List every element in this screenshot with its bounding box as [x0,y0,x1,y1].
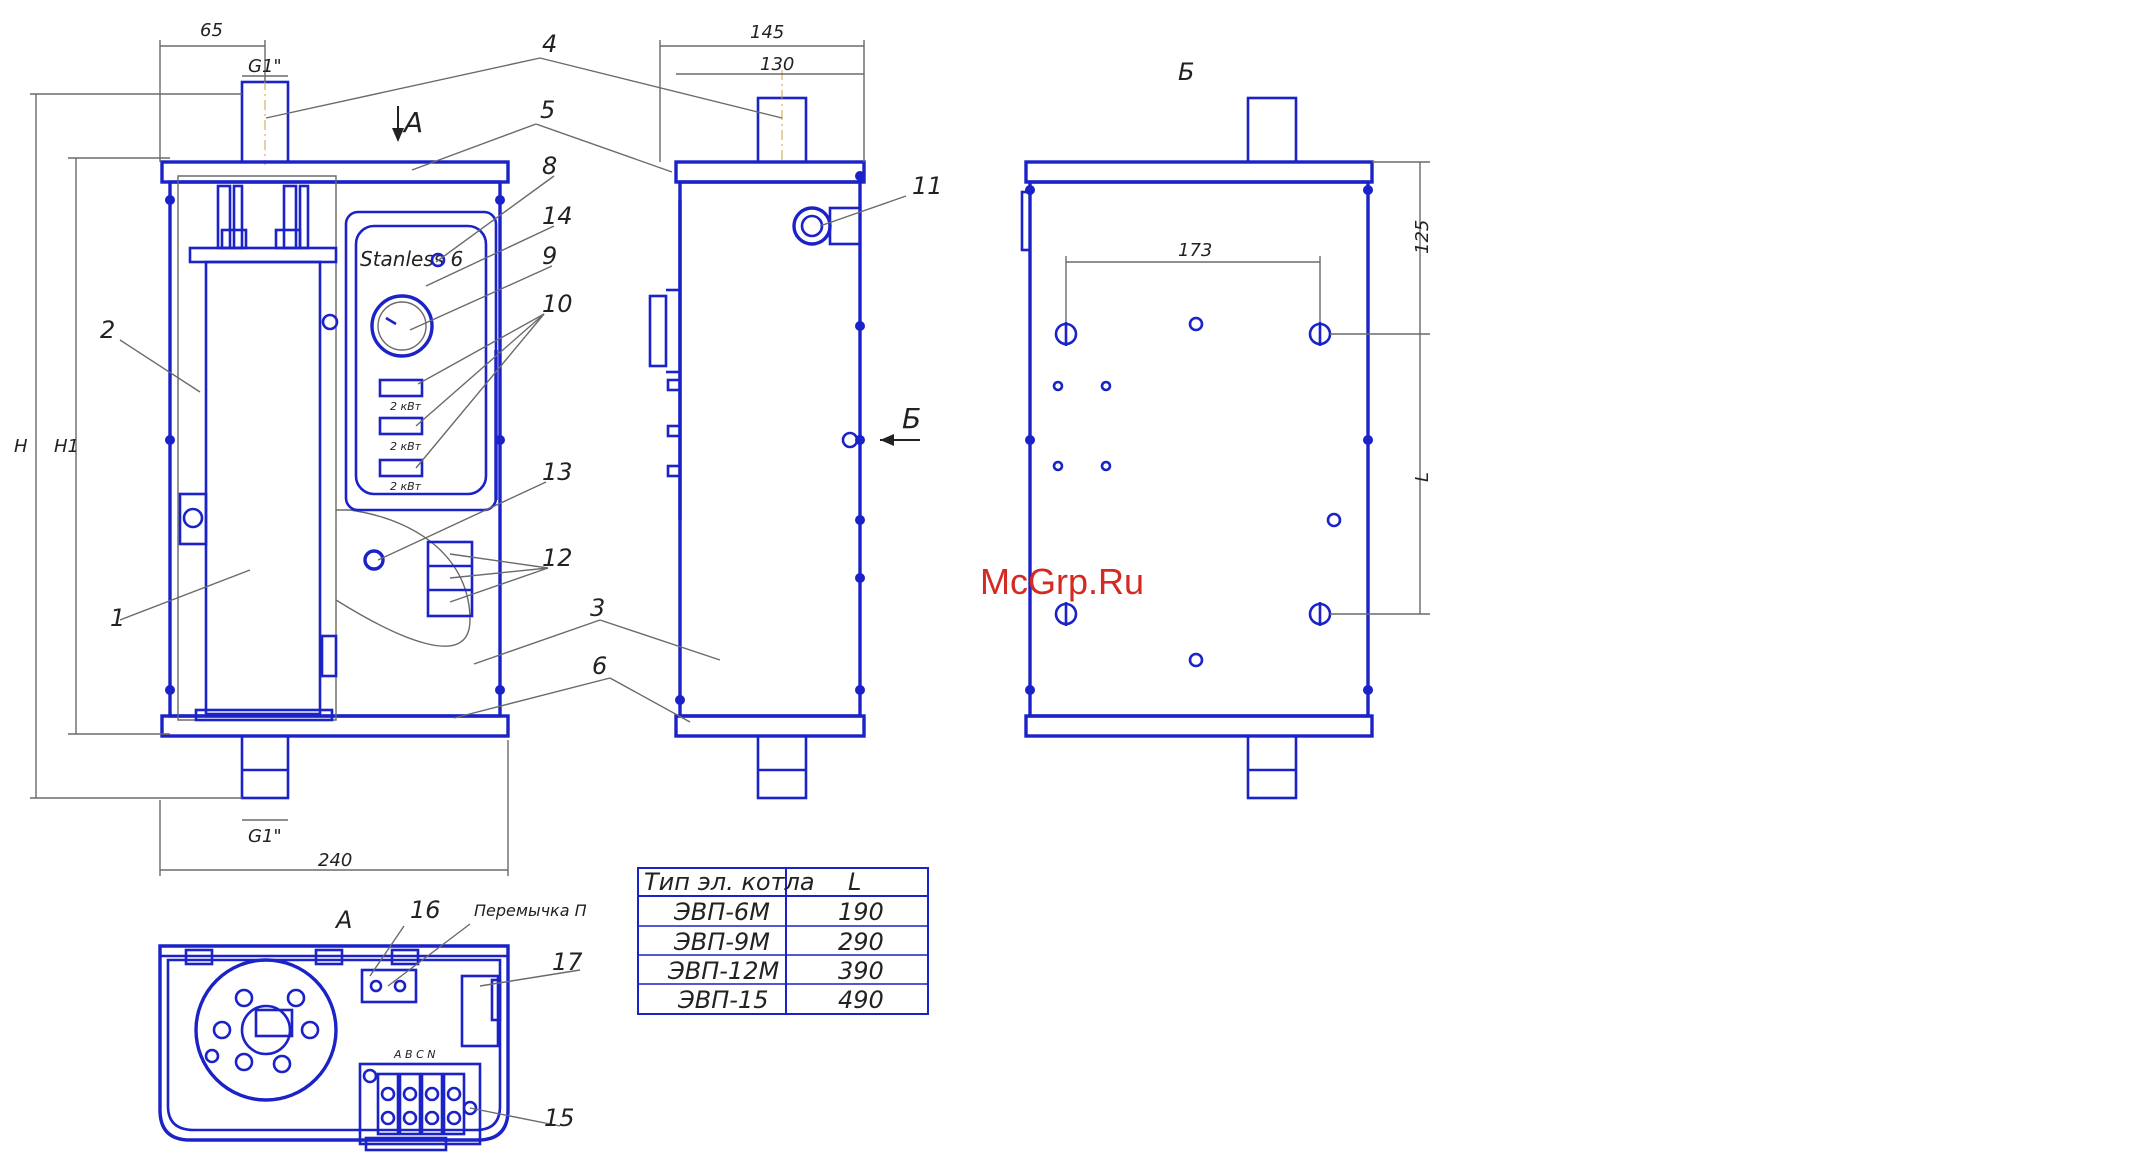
callout-12: 12 [542,544,573,572]
side-view [650,70,865,798]
view-B-title: Б [1178,58,1194,86]
dim-173: 173 [1178,240,1212,261]
view-A-title: A [334,906,352,934]
callout-1: 1 [110,604,125,632]
callout-leaders [120,58,906,722]
table-row-2-L: 290 [838,928,884,956]
view-A-arrow: A [402,106,423,139]
callout-6: 6 [592,652,607,680]
dim-H1: H1 [54,436,79,457]
jumper-label: Перемычка П [474,901,587,920]
watermark: McGrp.Ru [980,561,1144,602]
switch-label-3: 2 кВт [390,480,422,493]
dim-130: 130 [760,54,794,75]
dim-145: 145 [750,22,784,43]
view-A-leaders: Перемычка П [370,901,587,1126]
dim-125: 125 [1412,220,1433,254]
callout-16: 16 [410,896,441,924]
table-row-4-type: ЭВП-15 [677,986,768,1014]
view-B-arrow: Б [902,402,921,435]
callout-17: 17 [552,948,583,976]
callout-5: 5 [540,96,555,124]
callout-13: 13 [542,458,573,486]
callout-2: 2 [100,316,115,344]
table-header-type: Тип эл. котла [644,868,815,896]
dim-H: H [14,436,28,457]
dim-65: 65 [200,20,223,41]
table-row-1-L: 190 [838,898,884,926]
callout-numbers: 1 2 3 4 5 6 8 9 10 11 12 13 14 15 16 17 [100,30,943,1132]
terminal-letters: A B C N [393,1048,435,1061]
callout-14: 14 [542,202,573,230]
table-row-1-type: ЭВП-6М [673,898,770,926]
callout-15: 15 [544,1104,575,1132]
callout-8: 8 [542,152,557,180]
table-row-4-L: 490 [838,986,884,1014]
top-view-A: A A B C N [160,906,508,1150]
table-header-L: L [848,868,861,896]
dim-g1-top: G1" [248,56,282,77]
dim-240: 240 [318,850,352,871]
callout-9: 9 [542,242,557,270]
table-row-2-type: ЭВП-9М [673,928,770,956]
model-table: Тип эл. котла L ЭВП-6М 190 ЭВП-9М 290 ЭВ… [638,868,928,1014]
callout-4: 4 [542,30,557,58]
panel-brand: Stanless 6 [360,247,463,271]
dim-g1-bottom: G1" [248,826,282,847]
side-dimensions: 145 130 Б [660,22,921,446]
rear-view: Б [1022,58,1373,798]
switch-label-2: 2 кВт [390,440,422,453]
callout-3: 3 [590,594,605,622]
table-row-3-type: ЭВП-12М [667,957,779,985]
callout-10: 10 [542,290,573,318]
dim-L: L [1412,472,1433,482]
rear-dimensions: 173 125 L [1066,162,1433,614]
front-dimensions: 65 G1" G1" 240 H H1 A [14,20,508,876]
switch-label-1: 2 кВт [390,400,422,413]
callout-11: 11 [912,172,943,200]
table-row-3-L: 390 [838,957,884,985]
front-view: Stanless 6 2 кВт 2 кВт 2 кВт [162,60,508,798]
